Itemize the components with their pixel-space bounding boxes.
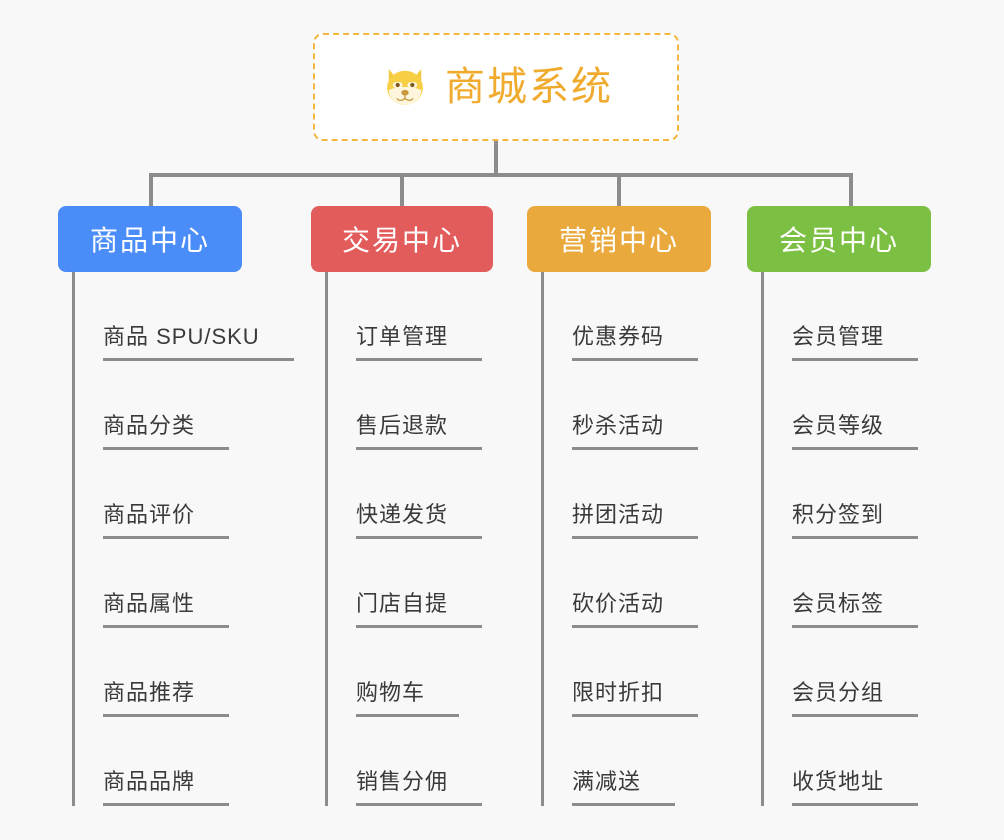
leaf-label: 快递发货 — [356, 504, 483, 539]
connector-drop-4 — [849, 173, 853, 206]
leaf-label: 会员等级 — [792, 415, 919, 450]
leaf-item[interactable]: 会员等级 — [764, 361, 931, 450]
leaf-item[interactable]: 商品 SPU/SKU — [75, 272, 294, 361]
leaf-label: 商品 SPU/SKU — [103, 326, 294, 361]
branch-trade-center: 交易中心 订单管理 售后退款 快递发货 门店自提 购物车 销售分佣 — [311, 206, 493, 806]
leaf-item[interactable]: 限时折扣 — [544, 628, 711, 717]
connector-horizontal-bus — [149, 173, 853, 177]
leaf-item[interactable]: 门店自提 — [328, 539, 493, 628]
branch-member-center: 会员中心 会员管理 会员等级 积分签到 会员标签 会员分组 收货地址 — [747, 206, 931, 806]
branch-label-3: 营销中心 — [558, 225, 679, 256]
leaf-item[interactable]: 满减送 — [544, 717, 711, 806]
leaf-item[interactable]: 商品评价 — [75, 450, 294, 539]
leaf-item[interactable]: 商品品牌 — [75, 717, 294, 806]
leaf-list-4: 会员管理 会员等级 积分签到 会员标签 会员分组 收货地址 — [761, 272, 931, 806]
leaf-label: 拼团活动 — [572, 504, 699, 539]
leaf-item[interactable]: 售后退款 — [328, 361, 493, 450]
leaf-label: 商品评价 — [103, 504, 230, 539]
leaf-label: 收货地址 — [792, 771, 919, 806]
leaf-item[interactable]: 拼团活动 — [544, 450, 711, 539]
leaf-item[interactable]: 砍价活动 — [544, 539, 711, 628]
branch-label-1: 商品中心 — [89, 225, 210, 256]
leaf-label: 限时折扣 — [572, 682, 699, 717]
connector-drop-1 — [149, 173, 153, 206]
connector-drop-2 — [400, 173, 404, 206]
leaf-item[interactable]: 订单管理 — [328, 272, 493, 361]
leaf-item[interactable]: 收货地址 — [764, 717, 931, 806]
branch-marketing-center: 营销中心 优惠券码 秒杀活动 拼团活动 砍价活动 限时折扣 满减送 — [527, 206, 711, 806]
leaf-item[interactable]: 快递发货 — [328, 450, 493, 539]
leaf-label: 商品分类 — [103, 415, 230, 450]
leaf-label: 砍价活动 — [572, 593, 699, 628]
leaf-list-3: 优惠券码 秒杀活动 拼团活动 砍价活动 限时折扣 满减送 — [541, 272, 711, 806]
leaf-label: 售后退款 — [356, 415, 483, 450]
leaf-label: 门店自提 — [356, 593, 483, 628]
dog-face-icon — [387, 69, 423, 107]
leaf-item[interactable]: 会员管理 — [764, 272, 931, 361]
leaf-item[interactable]: 积分签到 — [764, 450, 931, 539]
leaf-label: 会员管理 — [792, 326, 919, 361]
leaf-item[interactable]: 商品推荐 — [75, 628, 294, 717]
leaf-label: 订单管理 — [356, 326, 483, 361]
connector-drop-3 — [617, 173, 621, 206]
branch-label-4: 会员中心 — [778, 225, 899, 256]
leaf-label: 秒杀活动 — [572, 415, 699, 450]
root-title: 商城系统 — [445, 65, 613, 109]
leaf-label: 商品属性 — [103, 593, 230, 628]
leaf-item[interactable]: 会员分组 — [764, 628, 931, 717]
leaf-list-2: 订单管理 售后退款 快递发货 门店自提 购物车 销售分佣 — [325, 272, 493, 806]
leaf-label: 商品推荐 — [103, 682, 230, 717]
leaf-item[interactable]: 销售分佣 — [328, 717, 493, 806]
branch-label-2: 交易中心 — [341, 225, 462, 256]
leaf-list-1: 商品 SPU/SKU 商品分类 商品评价 商品属性 商品推荐 商品品牌 — [72, 272, 294, 806]
leaf-item[interactable]: 商品属性 — [75, 539, 294, 628]
leaf-label: 购物车 — [356, 682, 460, 717]
branch-product-center: 商品中心 商品 SPU/SKU 商品分类 商品评价 商品属性 商品推荐 商品品牌 — [58, 206, 294, 806]
leaf-label: 优惠券码 — [572, 326, 699, 361]
leaf-label: 销售分佣 — [356, 771, 483, 806]
leaf-label: 会员标签 — [792, 593, 919, 628]
leaf-item[interactable]: 秒杀活动 — [544, 361, 711, 450]
leaf-label: 商品品牌 — [103, 771, 230, 806]
branch-header-1[interactable]: 商品中心 — [58, 206, 242, 272]
connector-root-stem — [494, 141, 498, 175]
leaf-item[interactable]: 商品分类 — [75, 361, 294, 450]
leaf-label: 积分签到 — [792, 504, 919, 539]
leaf-item[interactable]: 购物车 — [328, 628, 493, 717]
leaf-item[interactable]: 优惠券码 — [544, 272, 711, 361]
branch-header-4[interactable]: 会员中心 — [747, 206, 931, 272]
branch-header-3[interactable]: 营销中心 — [527, 206, 711, 272]
root-node[interactable]: 商城系统 — [313, 33, 679, 141]
leaf-item[interactable]: 会员标签 — [764, 539, 931, 628]
leaf-label: 会员分组 — [792, 682, 919, 717]
branch-header-2[interactable]: 交易中心 — [311, 206, 493, 272]
leaf-label: 满减送 — [572, 771, 676, 806]
